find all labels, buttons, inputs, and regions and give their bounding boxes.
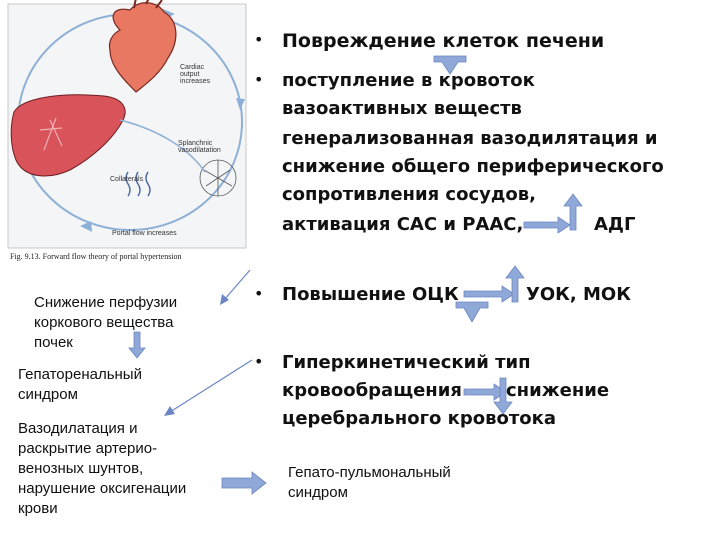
bullet-vasoactive-line3: генерализованная вазодилятация и xyxy=(282,128,658,149)
vasodilation-line3: венозных шунтов, xyxy=(18,460,144,477)
bullet-hyperkinetic-line1: Гиперкинетический тип xyxy=(282,352,531,373)
connector-head-renal xyxy=(220,294,229,305)
arrow-down-1 xyxy=(433,55,467,75)
label-collaterals: Collaterals xyxy=(110,176,144,183)
hepatorenal-line1: Гепаторенальный xyxy=(18,366,142,383)
portal-hypertension-figure xyxy=(7,0,247,249)
bullet-dot: • xyxy=(254,284,264,303)
arrow-right-bcv xyxy=(463,285,515,303)
arrow-down-2 xyxy=(455,301,489,323)
bullet-dot: • xyxy=(254,30,264,49)
bullet-hyperkinetic-line2b: снижение xyxy=(506,380,610,401)
arrow-down-cerebral xyxy=(493,377,513,415)
bullet-vasoactive-line1: поступление в кровоток xyxy=(282,70,535,91)
bullet-vasoactive-line2: вазоактивных веществ xyxy=(282,98,522,119)
bullet-hyperkinetic-line2a: кровообращения xyxy=(282,380,462,401)
arrow-up-co xyxy=(505,265,525,303)
bullet-liver-damage: Повреждение клеток печени xyxy=(282,30,605,52)
adh-label: АДГ xyxy=(594,214,636,235)
arrow-up-adh xyxy=(563,193,583,231)
renal-perfusion-line2: коркового вещества xyxy=(34,314,174,331)
arrow-right-adh xyxy=(523,216,571,234)
splanchnic-vessels-icon xyxy=(199,159,237,197)
hepatopulmonary-line2: синдром xyxy=(288,484,348,501)
renal-perfusion-line1: Снижение перфузии xyxy=(34,294,178,311)
connector-to-vasodilation xyxy=(169,359,253,413)
renal-perfusion-line3: почек xyxy=(34,334,73,351)
vasodilation-line4: нарушение оксигенации xyxy=(18,480,187,497)
figure-caption: Fig. 9.13. Forward flow theory of portal… xyxy=(10,252,182,261)
cycle-arrow-bottom xyxy=(80,221,92,232)
vasodilation-line2: раскрытие артерио- xyxy=(18,440,158,457)
heart-icon xyxy=(108,0,177,93)
bullet-dot: • xyxy=(254,352,264,371)
stroke-cardiac-output: УОК, МОК xyxy=(526,284,631,305)
bullet-vasoactive-line5: сопротивления сосудов, xyxy=(282,184,536,205)
bullet-vasoactive-line4: снижение общего периферического xyxy=(282,156,664,177)
hepatorenal-line2: синдром xyxy=(18,386,78,403)
connector-to-renal xyxy=(223,269,251,301)
arrow-down-renal xyxy=(128,331,146,359)
label-splanchnic: Splanchnic vasodilatation xyxy=(178,140,221,154)
vasodilation-line5: крови xyxy=(18,500,58,517)
label-portal-flow: Portal flow increases xyxy=(112,230,177,237)
arrow-to-hepatopulmonary xyxy=(221,471,267,495)
bullet-bcv-increase: Повышение ОЦК xyxy=(282,284,459,305)
bullet-vasoactive-line6a: активация САС и РААС, xyxy=(282,214,524,235)
liver-icon xyxy=(10,94,126,177)
vasodilation-line1: Вазодилатация и xyxy=(18,420,138,437)
cycle-arrow-right xyxy=(236,98,245,110)
collaterals-icon xyxy=(125,171,151,197)
label-cardiac-output: Cardiac output increases xyxy=(180,64,210,85)
hepatopulmonary-line1: Гепато-пульмональный xyxy=(288,464,451,481)
bullet-hyperkinetic-line3: церебрального кровотока xyxy=(282,408,557,429)
bullet-dot: • xyxy=(254,70,264,89)
connector-head-vasodilation xyxy=(164,406,175,416)
